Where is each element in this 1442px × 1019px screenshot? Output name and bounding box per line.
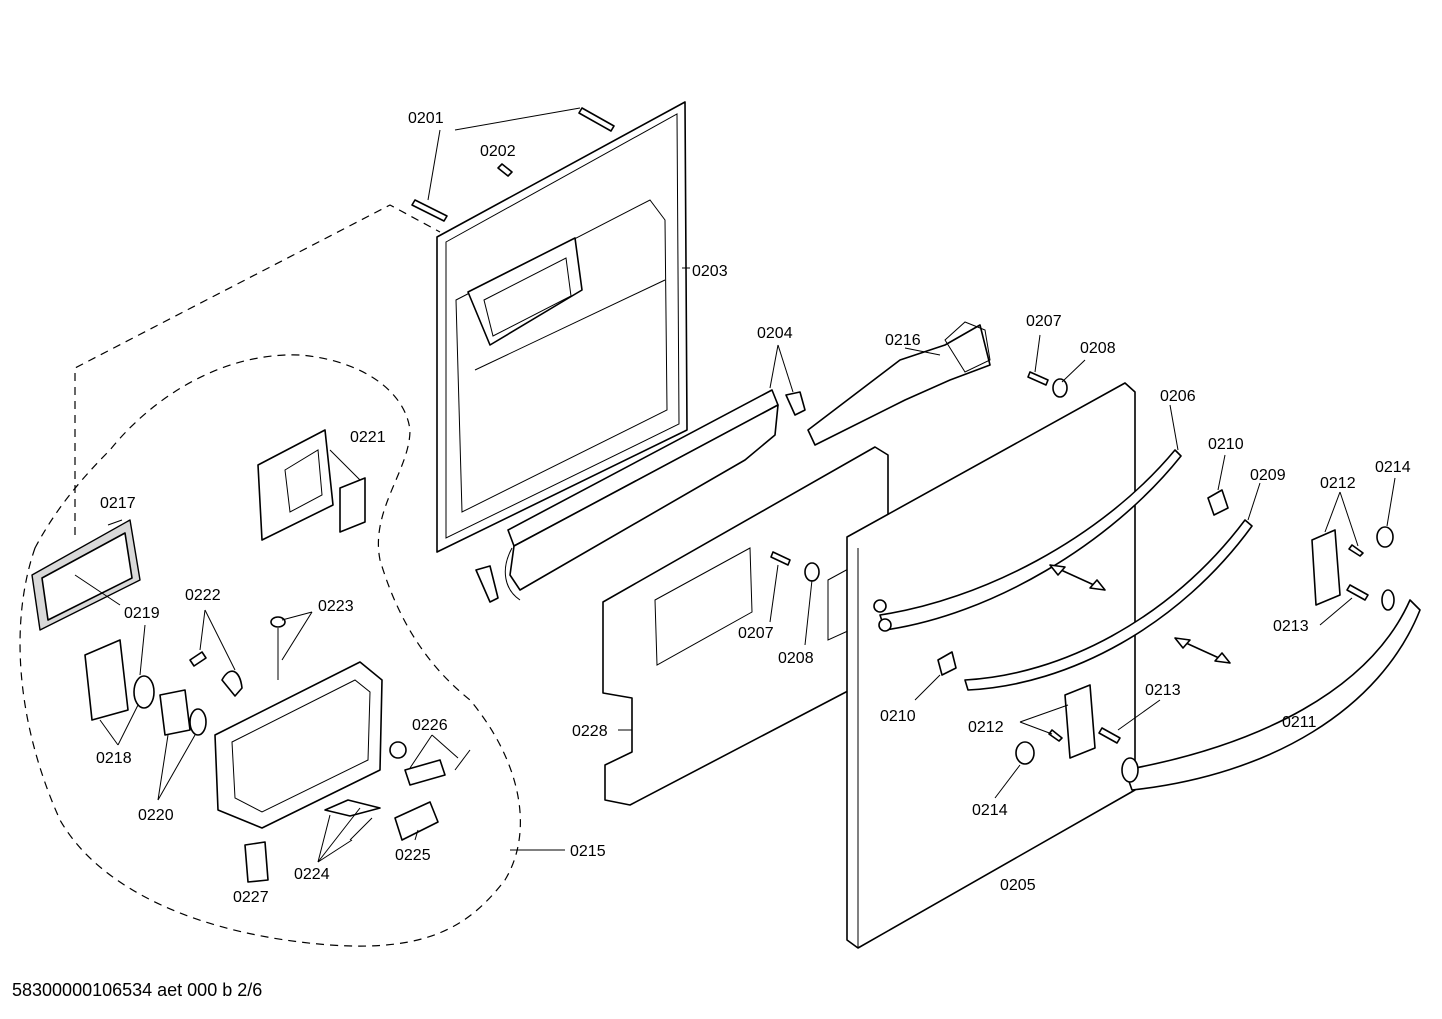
callout-0226: 0226 [412,717,448,734]
callout-0208-lower: 0208 [778,650,814,667]
callout-0208-upper: 0208 [1080,340,1116,357]
callout-0219: 0219 [124,605,160,622]
inner-door-panel [436,101,690,553]
callout-0209: 0209 [1250,467,1286,484]
callout-0216: 0216 [885,332,921,349]
hinge-bracket [807,321,991,446]
callout-0203: 0203 [692,263,728,280]
callout-0212-upper: 0212 [1320,475,1356,492]
callout-0217: 0217 [100,495,136,512]
callout-0212-lower: 0212 [968,719,1004,736]
door-handle-lower [1121,589,1421,791]
callout-0210-lower: 0210 [880,708,916,725]
assembly-arrows [1049,564,1231,664]
callout-0222: 0222 [185,587,221,604]
outer-door-panel [846,382,1136,949]
module-group-outline [19,204,565,947]
callout-0228: 0228 [572,723,608,740]
callout-0202: 0202 [480,143,516,160]
door-handle-upper [873,404,1182,632]
callout-labels: 0201 0202 0203 0204 0205 0206 0207 0207 … [96,110,1411,906]
callout-0223: 0223 [318,598,354,615]
callout-0227: 0227 [233,889,269,906]
callout-0214-upper: 0214 [1375,459,1411,476]
control-panel-cover [602,446,889,806]
drawing-reference-number: 58300000106534 aet 000 b 2/6 [12,980,263,1000]
callout-0206: 0206 [1160,388,1196,405]
small-hardware [769,334,1396,799]
callout-0224: 0224 [294,866,330,883]
callout-0204: 0204 [757,325,793,342]
callout-0211: 0211 [1282,714,1317,731]
callout-0221: 0221 [350,429,386,446]
callout-0210-upper: 0210 [1208,436,1244,453]
callout-0205: 0205 [1000,877,1036,894]
callout-0215: 0215 [570,843,606,860]
callout-0218: 0218 [96,750,132,767]
door-screws [411,107,615,222]
door-handle-middle [964,482,1261,691]
callout-0207-lower: 0207 [738,625,774,642]
callout-0214-lower: 0214 [972,802,1008,819]
callout-0201: 0201 [408,110,444,127]
callout-0213-right: 0213 [1273,618,1309,635]
control-module-parts [31,429,471,883]
callout-0225: 0225 [395,847,431,864]
callout-0213-center: 0213 [1145,682,1181,699]
callout-0220: 0220 [138,807,174,824]
callout-0207-upper: 0207 [1026,313,1062,330]
door-profile-strip [475,344,806,603]
